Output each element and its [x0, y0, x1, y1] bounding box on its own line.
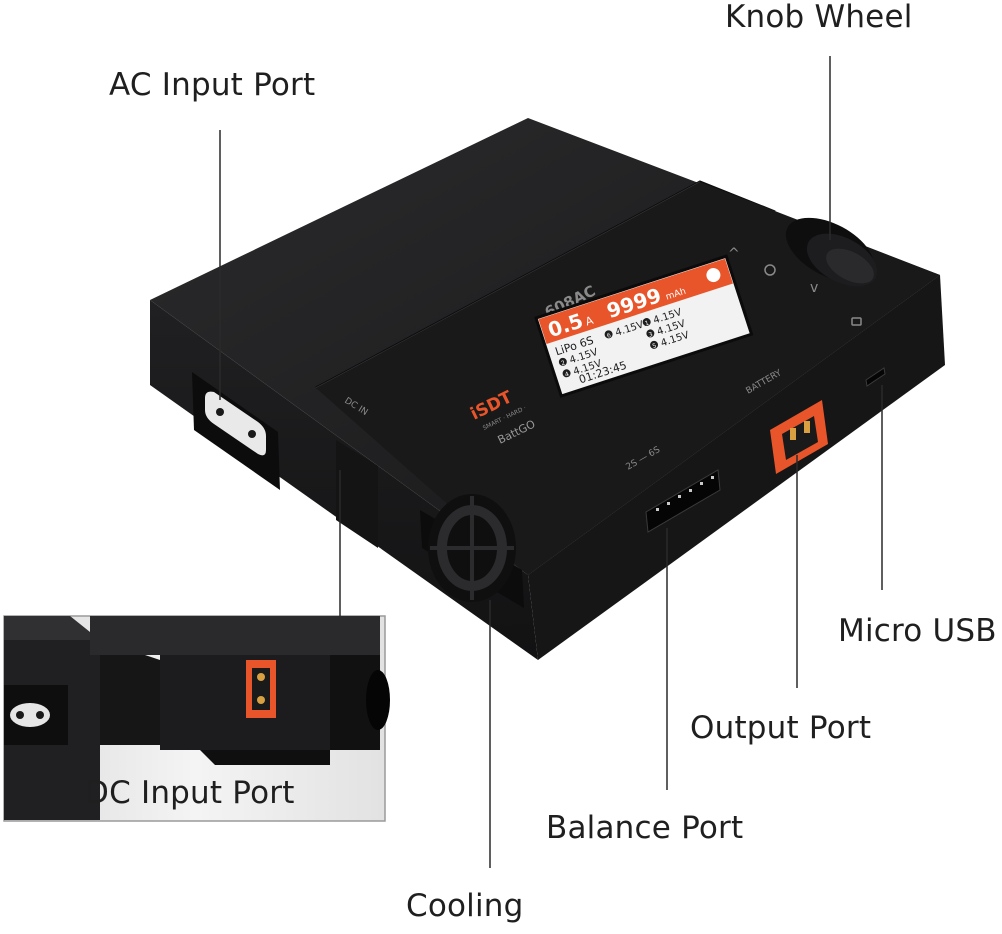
- leader-lines: [219, 56, 883, 868]
- ac-input-port-callout: AC Input Port: [109, 67, 316, 103]
- up-button[interactable]: ^: [728, 246, 740, 262]
- lcd-cell-bullet: [604, 330, 613, 339]
- control-panel: [316, 182, 940, 575]
- usb-icon: [851, 317, 862, 326]
- lcd-cell-bullet: [650, 340, 659, 349]
- lcd-cell-bullet: [642, 318, 651, 327]
- output-port-callout: Output Port: [690, 710, 872, 746]
- dc-input-inset: [3, 615, 390, 822]
- lcd-cell-number: 6: [606, 332, 612, 340]
- dc-input-port-callout: DC Input Port: [85, 775, 295, 811]
- lcd-cell-number: 5: [652, 342, 658, 350]
- cooling-callout: Cooling: [406, 888, 524, 924]
- cooling-fan: [420, 494, 524, 608]
- ac-input-socket: [192, 372, 280, 490]
- lcd-cell-number: 4: [564, 371, 570, 379]
- lcd-current-unit: A: [584, 314, 596, 329]
- micro-usb-socket: [865, 367, 886, 387]
- lcd-cell-bullet: [646, 329, 655, 338]
- settings-icon: [706, 268, 721, 283]
- lcd-cell-bullet: [558, 357, 567, 366]
- balance-port-socket: [645, 469, 721, 533]
- dc-input-slot: [336, 440, 378, 548]
- lcd-cell-number: 1: [644, 319, 650, 327]
- balance-port-callout: Balance Port: [546, 810, 744, 846]
- lcd-cell-number: 2: [560, 359, 566, 367]
- output-port-socket: [770, 400, 828, 474]
- panel-buttons: ^ v: [728, 246, 862, 326]
- ok-button[interactable]: [764, 264, 776, 276]
- lcd-cell-number: 3: [648, 331, 654, 339]
- down-button[interactable]: v: [810, 280, 818, 296]
- knob-wheel-callout: Knob Wheel: [725, 0, 913, 35]
- micro-usb-callout: Micro USB: [838, 613, 997, 649]
- lcd-cell-bullet: [562, 369, 571, 378]
- knob-wheel[interactable]: [775, 205, 885, 298]
- right-side-face: [528, 275, 945, 660]
